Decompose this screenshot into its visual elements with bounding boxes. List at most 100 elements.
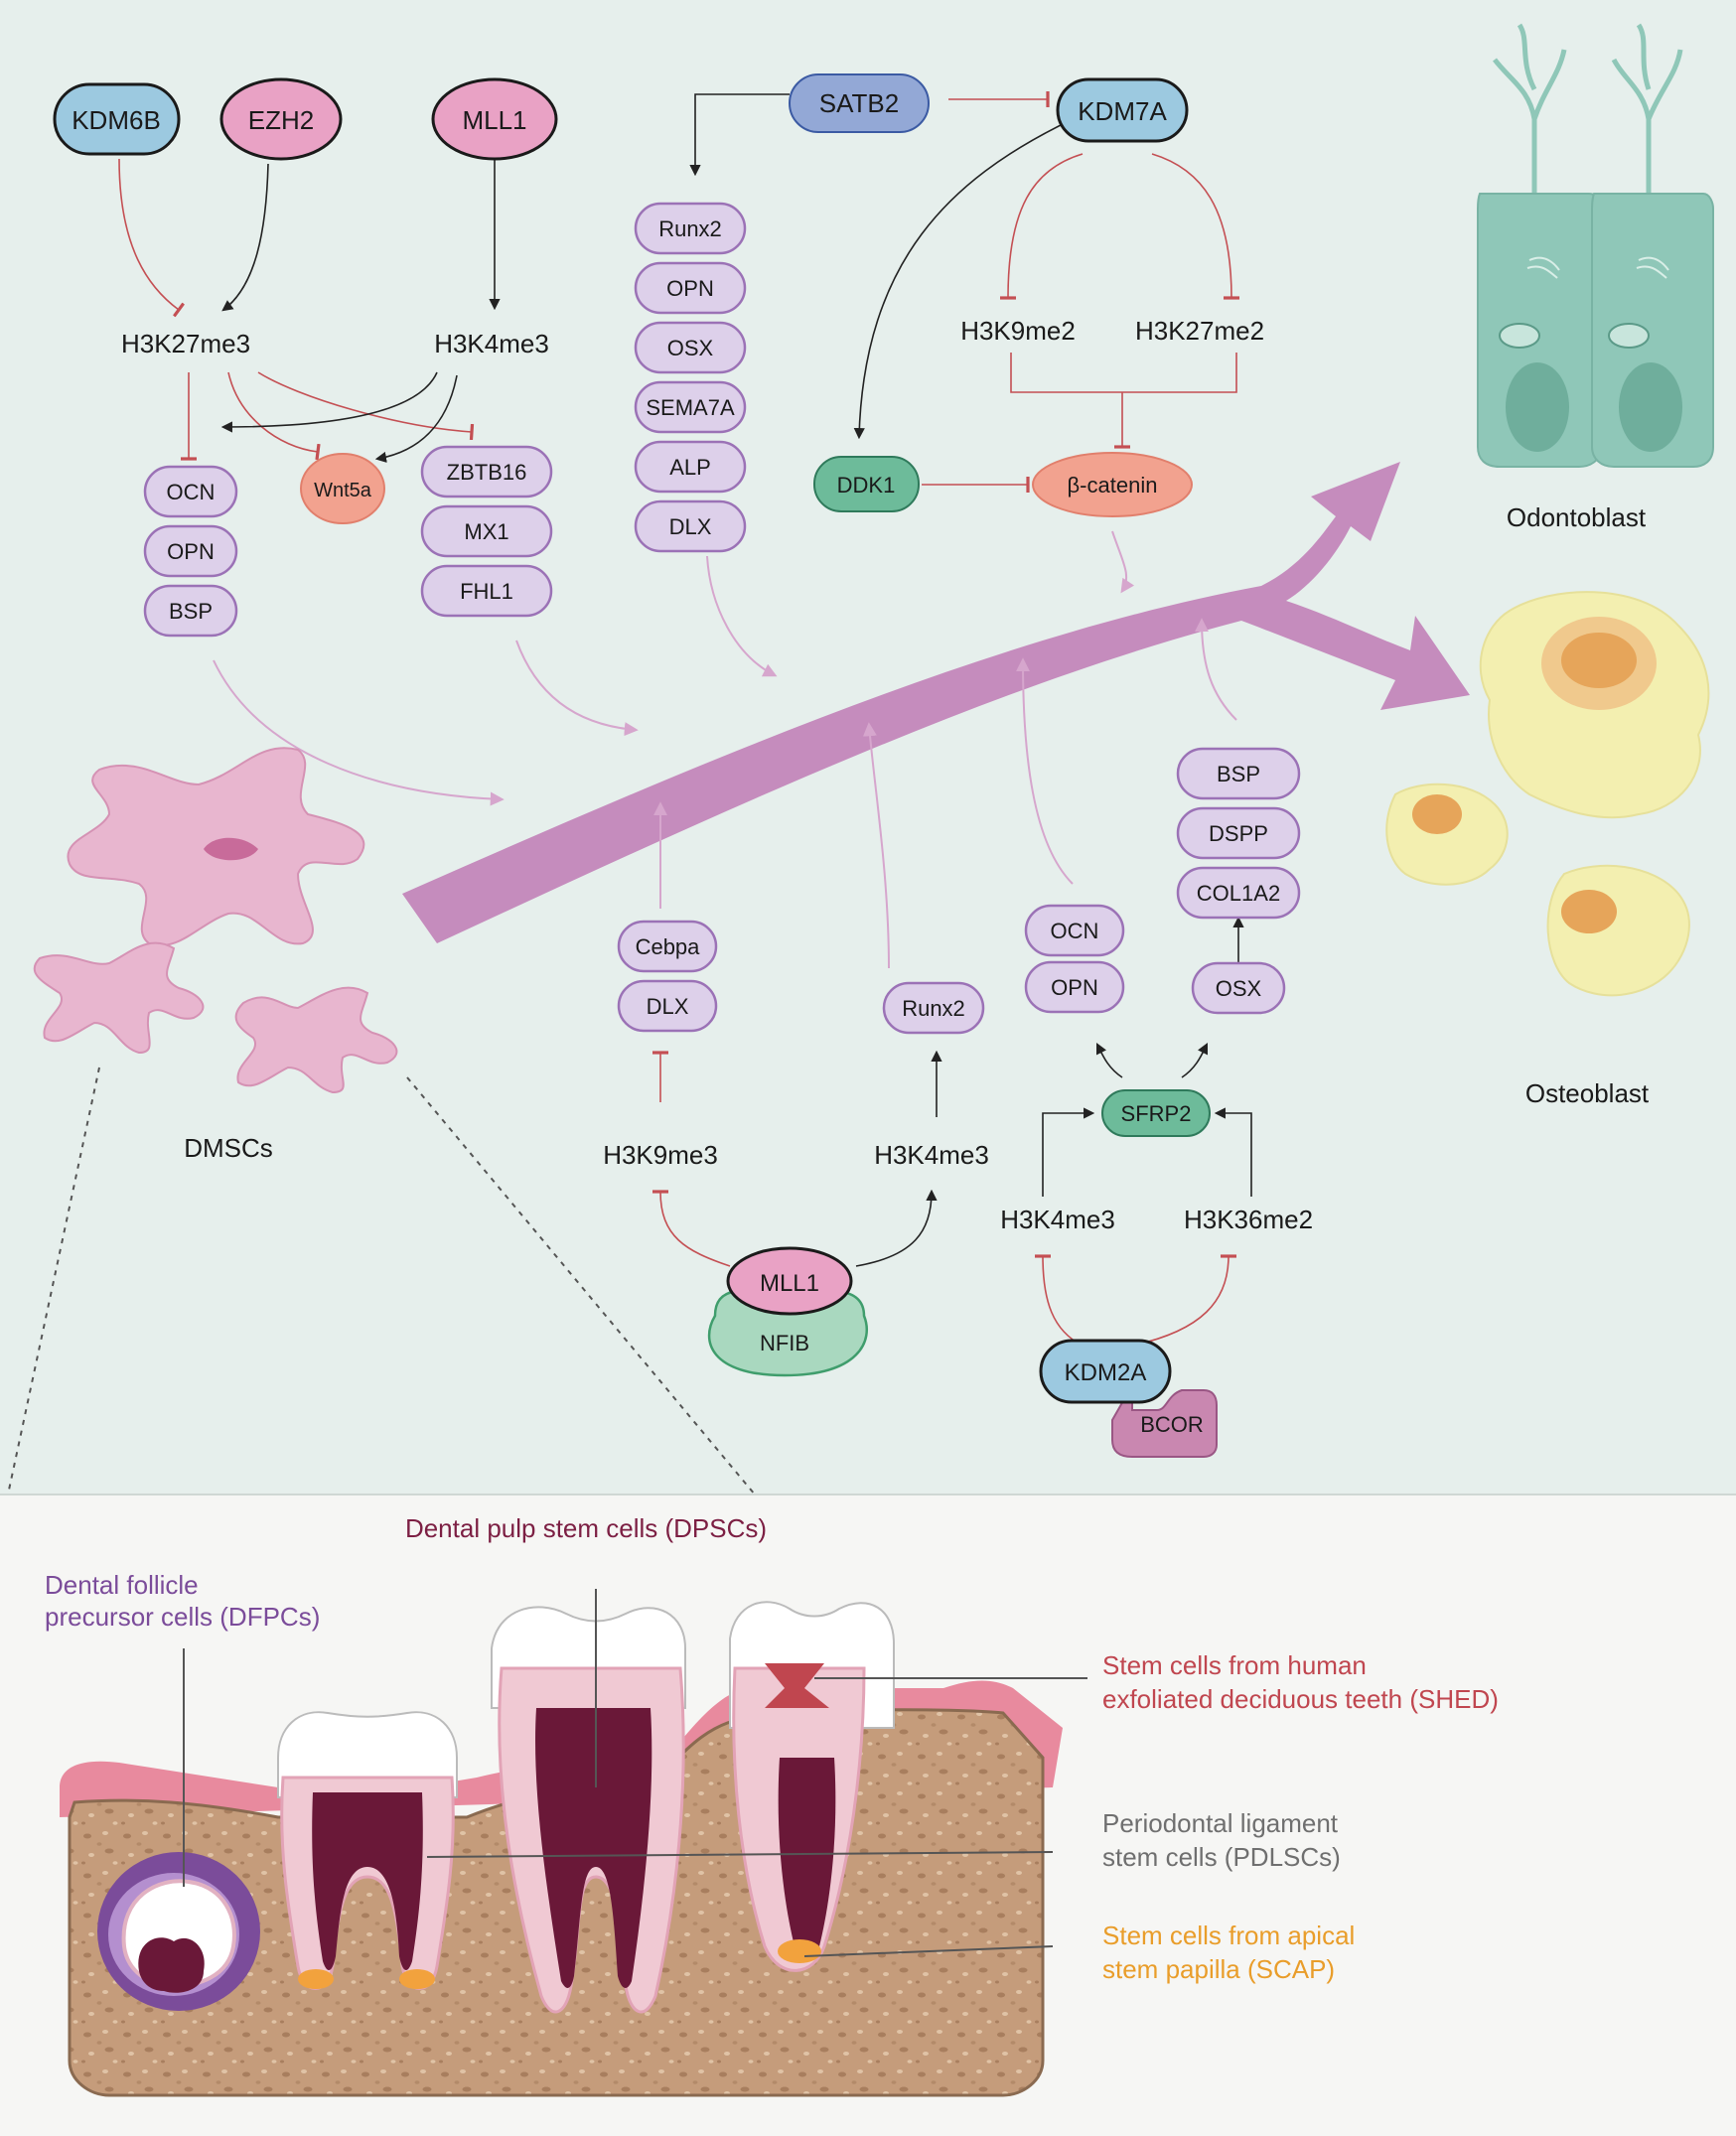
gene-chip <box>1176 806 1301 860</box>
mll1-bottom-shape <box>726 1246 853 1316</box>
gene-chip <box>1024 960 1125 1014</box>
leader-scap <box>803 1945 1054 1957</box>
odontoblast-2-nucleus <box>1619 362 1682 452</box>
label-scap-1: Stem cells from apical <box>1102 1921 1355 1950</box>
faint-arrow-5 <box>862 722 890 969</box>
gene-chip <box>634 440 747 494</box>
gene-group-osx-single: OSX <box>1191 961 1286 1015</box>
mll1-bottom-node: NFIB MLL1 <box>707 1246 869 1377</box>
wnt5a-node: Wnt5a <box>300 453 385 524</box>
gene-chip <box>1191 961 1286 1015</box>
link-kdm6b-inhibit <box>118 158 186 318</box>
ezh2-shape <box>219 77 343 161</box>
gene-chip <box>1176 747 1301 800</box>
gene-chip-label: FHL1 <box>460 579 513 604</box>
gene-chip-label: BSP <box>1217 762 1260 786</box>
gene-chip-label: ALP <box>669 455 711 480</box>
deciduous-inner <box>778 1758 836 1958</box>
beta-catenin-node: β-catenin <box>1032 452 1193 517</box>
odontoblast-2-process <box>1611 23 1683 194</box>
mll1-top-node: MLL1 <box>431 77 558 161</box>
odontoblast-2-golgi <box>1636 256 1669 279</box>
faint-arrow-6 <box>1016 657 1074 885</box>
gene-chip-label: COL1A2 <box>1197 881 1280 906</box>
dmscs-label: DMSCs <box>184 1133 273 1163</box>
sfrp2-node: SFRP2 <box>1101 1089 1211 1137</box>
gene-chip <box>420 564 553 618</box>
label-shed-1: Stem cells from human <box>1102 1650 1367 1680</box>
label-pdlsc-1: Periodontal ligament <box>1102 1808 1339 1838</box>
ddk1-shape <box>813 456 920 512</box>
gene-chip-label: OSX <box>1216 976 1262 1001</box>
gene-chip <box>1024 904 1125 957</box>
mll1-top-shape <box>431 77 558 161</box>
ddk1-node: DDK1 <box>813 456 920 512</box>
nfib-label: NFIB <box>760 1331 809 1355</box>
faint-arrow-1 <box>213 659 505 806</box>
osteoblast-small-nucleus <box>1412 794 1462 834</box>
label-dpsc: Dental pulp stem cells (DPSCs) <box>405 1513 767 1543</box>
sfrp2-shape <box>1101 1089 1211 1137</box>
deciduous-tooth <box>729 1601 895 1972</box>
wnt5a-label: Wnt5a <box>314 480 372 501</box>
top-left-links <box>118 154 501 463</box>
link-satb2-runx2 <box>689 93 790 177</box>
gene-chip-label: OCN <box>1051 919 1099 943</box>
odontoblast-1-nucleus <box>1506 362 1569 452</box>
gene-chip <box>420 504 553 558</box>
gene-chip <box>634 202 747 255</box>
gene-chip <box>634 261 747 315</box>
mark-h3k27me2: H3K27me2 <box>1135 316 1264 346</box>
satb2-node: SATB2 <box>789 73 930 133</box>
bcor-label: BCOR <box>1140 1412 1204 1437</box>
kdm7a-node: KDM7A <box>1056 77 1189 143</box>
link-kdm7a-h3k27me2 <box>1151 153 1240 300</box>
gene-chip-label: Runx2 <box>658 216 722 241</box>
mark-h3k4me3-mid: H3K4me3 <box>874 1140 989 1170</box>
label-dfpc-2: precursor cells (DFPCs) <box>45 1602 320 1632</box>
gene-chip <box>882 981 985 1035</box>
satb2-shape <box>789 73 930 133</box>
molar-center <box>491 1606 686 2014</box>
faint-arrows <box>213 530 1237 969</box>
top-right-links <box>689 91 1240 493</box>
link-kdm2a-h3k36me2 <box>1131 1254 1237 1347</box>
odontoblast-cell-1 <box>1477 23 1602 468</box>
odontoblast-1-mito <box>1499 323 1540 349</box>
link-marks-betacatenin <box>1010 353 1237 447</box>
gene-chip-label: DLX <box>669 514 712 539</box>
link-h3k4me3-sfrp2 <box>1042 1107 1095 1197</box>
gene-chip <box>617 979 718 1033</box>
mll1-top-label: MLL1 <box>462 105 526 135</box>
molar-center-pulp <box>535 1708 652 1988</box>
odontoblast-cell-2 <box>1591 23 1714 468</box>
sfrp2-label: SFRP2 <box>1121 1101 1192 1126</box>
molar-left <box>277 1711 458 1990</box>
mll1-bottom-label: MLL1 <box>760 1270 819 1297</box>
link-mll1-h3k4me3 <box>855 1189 938 1267</box>
gene-chip <box>143 465 238 518</box>
gene-chip-label: DLX <box>647 994 689 1019</box>
osteoblast-large <box>1479 591 1710 819</box>
osteoblast-medium <box>1546 864 1690 997</box>
mark-h3k4me3-top: H3K4me3 <box>434 329 549 358</box>
link-h3k4-ocn <box>220 371 438 433</box>
mark-h3k9me3: H3K9me3 <box>603 1140 718 1170</box>
teeth-illustration <box>60 1601 1063 2097</box>
mark-h3k4me3-low: H3K4me3 <box>1000 1205 1115 1234</box>
osteoblast-medium-nucleus <box>1561 890 1617 933</box>
leader-pdlsc <box>426 1851 1054 1858</box>
ddk1-label: DDK1 <box>837 473 896 498</box>
odontoblast-label: Odontoblast <box>1507 502 1647 532</box>
label-scap-2: stem papilla (SCAP) <box>1102 1954 1335 1984</box>
faint-arrow-2 <box>515 640 639 737</box>
deciduous-shed-pulp <box>765 1663 829 1708</box>
kdm2a-label: KDM2A <box>1065 1359 1147 1386</box>
gene-chip-groups: OCNOPNBSPZBTB16MX1FHL1Runx2OPNOSXSEMA7AA… <box>143 202 1301 1035</box>
zoom-line-left <box>7 1067 100 1495</box>
gene-chip <box>634 321 747 374</box>
link-sfrp2-ocn <box>1095 1042 1123 1078</box>
mark-h3k9me2: H3K9me2 <box>960 316 1076 346</box>
